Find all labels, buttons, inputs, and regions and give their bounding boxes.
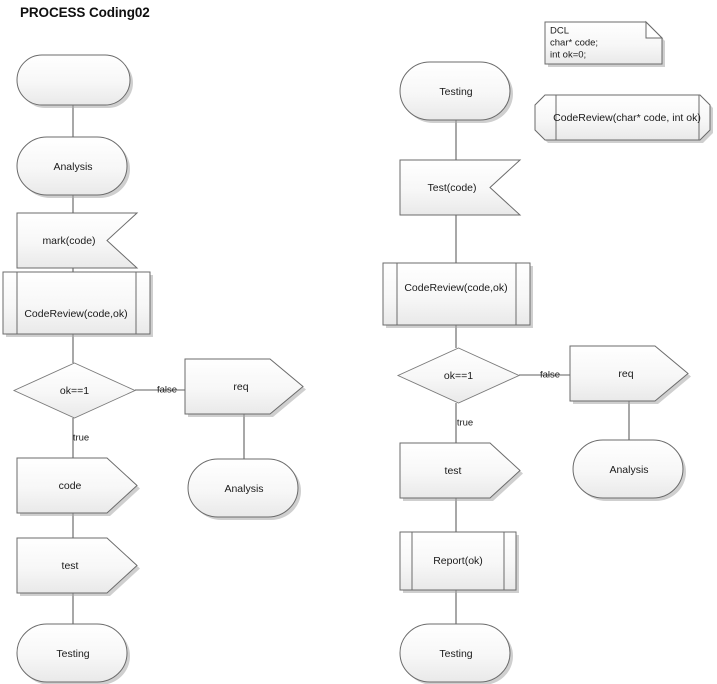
node-label: CodeReview(code,ok): [24, 308, 127, 320]
edge-label-false: false: [157, 385, 177, 396]
node-label: code: [59, 480, 82, 492]
node-right-report[interactable]: Report(ok): [399, 531, 519, 593]
node-right-test-code[interactable]: Test(code): [399, 159, 522, 216]
node-right-testing-start[interactable]: Testing: [399, 61, 513, 123]
node-left-decision[interactable]: ok==1: [12, 362, 137, 419]
node-label: Testing: [439, 648, 472, 660]
node-label: CodeReview(code,ok): [404, 282, 507, 294]
annotation-procedure-declaration[interactable]: CodeReview(char* code, int ok): [534, 94, 713, 143]
node-left-req[interactable]: req: [184, 358, 306, 417]
node-label: ok==1: [60, 385, 89, 397]
node-label: Analysis: [224, 483, 263, 495]
annotation-dcl-note[interactable]: DCL char* code; int ok=0;: [544, 20, 665, 67]
right-connectors: [455, 120, 630, 624]
node-label: test: [445, 465, 462, 477]
node-right-req-analysis[interactable]: Analysis: [572, 439, 686, 501]
dcl-line-2: char* code;: [550, 38, 598, 49]
page-title: PROCESS Coding02: [20, 5, 150, 20]
node-left-mark-code[interactable]: mark(code): [16, 212, 139, 269]
edge-label-true: true: [73, 433, 89, 444]
node-label: Test(code): [427, 182, 476, 194]
node-right-req[interactable]: req: [569, 345, 691, 404]
node-left-start[interactable]: [16, 54, 133, 108]
node-right-codereview[interactable]: CodeReview(code,ok): [382, 262, 533, 328]
dcl-line-3: int ok=0;: [550, 50, 586, 61]
node-right-test[interactable]: test: [399, 442, 523, 501]
node-label: req: [618, 368, 633, 380]
node-label: test: [62, 560, 79, 572]
left-connectors: [72, 105, 245, 624]
note-fold-icon: [645, 20, 664, 39]
node-label: Analysis: [609, 464, 648, 476]
node-left-testing[interactable]: Testing: [16, 623, 130, 684]
edge-label-false: false: [540, 370, 560, 381]
node-left-state-analysis[interactable]: Analysis: [16, 136, 130, 198]
node-label: req: [233, 381, 248, 393]
node-label: CodeReview(char* code, int ok): [553, 112, 701, 124]
node-right-testing-end[interactable]: Testing: [399, 623, 513, 684]
node-left-req-analysis[interactable]: Analysis: [187, 458, 301, 520]
node-label: Testing: [439, 86, 472, 98]
node-label: mark(code): [42, 235, 95, 247]
edge-label-true: true: [457, 418, 473, 429]
node-label: Analysis: [53, 161, 92, 173]
node-left-codereview[interactable]: CodeReview(code,ok): [2, 271, 153, 337]
node-label: Testing: [56, 648, 89, 660]
node-left-code[interactable]: code: [16, 457, 140, 516]
dcl-line-1: DCL: [550, 26, 569, 37]
node-left-test[interactable]: test: [16, 537, 140, 596]
node-label: Report(ok): [433, 555, 483, 567]
node-right-decision[interactable]: ok==1: [396, 347, 521, 404]
node-label: ok==1: [444, 370, 473, 382]
